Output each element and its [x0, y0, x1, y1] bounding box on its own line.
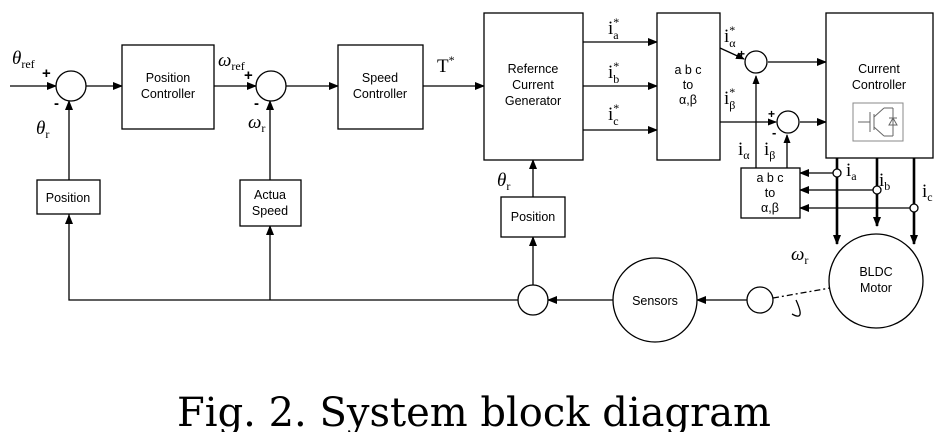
figure-caption: Fig. 2. System block diagram — [177, 390, 771, 432]
position-mid-label: Position — [511, 210, 556, 224]
rcg-label-2: Current — [512, 78, 554, 92]
igbt-switch-icon — [852, 102, 904, 142]
speed-controller-label-1: Speed — [362, 71, 398, 85]
rcg-label-3: Generator — [505, 94, 561, 108]
signal-lines — [10, 38, 918, 317]
abc-top-label-2: to — [683, 78, 693, 92]
ia-star-label: i*a — [608, 15, 619, 42]
theta-r-label-1: θr — [36, 118, 49, 141]
plus-sign-4: + — [768, 107, 775, 121]
position-feedback-mid-block: Position — [500, 196, 566, 238]
omega-ref-label: ωref — [218, 50, 245, 73]
plus-sign-2: + — [244, 67, 253, 84]
omega-r-label-1: ωr — [248, 112, 265, 135]
ialpha-star-label: i*α — [724, 23, 736, 50]
current-tap-c — [909, 203, 919, 213]
summing-junction-position — [55, 70, 87, 102]
abc-to-alpha-beta-bottom-block: a b c to α,β — [740, 167, 801, 219]
summing-junction-speed — [255, 70, 287, 102]
motor-label-2: Motor — [860, 281, 892, 295]
current-tap-a — [832, 168, 842, 178]
ic-star-label: i*c — [608, 101, 619, 128]
minus-sign-2: - — [254, 95, 259, 112]
plus-sign-3: + — [738, 47, 745, 61]
ialpha-label: iα — [738, 139, 750, 162]
abc-bottom-label-2: to — [765, 186, 775, 200]
ia-label: ia — [846, 160, 857, 183]
sensors-label: Sensors — [632, 294, 678, 308]
actual-speed-block: Actua Speed — [239, 179, 302, 227]
rcg-label-1: Refernce — [508, 62, 559, 76]
sensors-block: Sensors — [612, 257, 698, 343]
motor-shaft-node — [746, 286, 774, 314]
speed-controller-label-2: Controller — [353, 87, 407, 101]
actual-speed-label-1: Actua — [254, 188, 286, 202]
plus-sign-1: + — [42, 65, 51, 82]
feedback-branch-node — [517, 284, 549, 316]
ibeta-star-label: i*β — [724, 85, 735, 112]
ib-star-label: i*b — [608, 59, 619, 86]
summing-junction-alpha — [744, 50, 768, 74]
bldc-motor-block: BLDC Motor — [828, 233, 924, 329]
minus-sign-1: - — [54, 95, 59, 112]
current-controller-label-1: Current — [858, 62, 900, 76]
motor-label-1: BLDC — [859, 265, 892, 279]
omega-r-label-2: ωr — [791, 244, 808, 267]
position-left-label: Position — [46, 191, 91, 205]
abc-bottom-label-3: α,β — [761, 201, 779, 215]
current-controller-label-2: Controller — [852, 78, 906, 92]
ic-label: ic — [922, 181, 933, 204]
ib-label: ib — [879, 170, 890, 193]
summing-junction-beta — [776, 110, 800, 134]
actual-speed-label-2: Speed — [252, 204, 288, 218]
abc-top-label-3: α,β — [679, 93, 697, 107]
current-controller-block: Current Controller — [825, 12, 934, 159]
reference-current-generator-block: Refernce Current Generator — [483, 12, 584, 161]
speed-controller-block: Speed Controller — [337, 44, 424, 130]
torque-reference-label: T* — [437, 53, 455, 77]
abc-to-alpha-beta-top-block: a b c to α,β — [656, 12, 721, 161]
current-tap-b — [872, 185, 882, 195]
ibeta-label: iβ — [764, 139, 775, 162]
abc-top-label-1: a b c — [674, 63, 701, 77]
abc-bottom-label-1: a b c — [756, 171, 783, 185]
minus-sign-4: - — [772, 125, 776, 140]
position-controller-label-1: Position — [146, 71, 191, 85]
theta-r-label-2: θr — [497, 170, 510, 193]
position-feedback-left-block: Position — [36, 179, 101, 215]
theta-ref-label: θref — [12, 48, 35, 71]
position-controller-block: Position Controller — [121, 44, 215, 130]
position-controller-label-2: Controller — [141, 87, 195, 101]
